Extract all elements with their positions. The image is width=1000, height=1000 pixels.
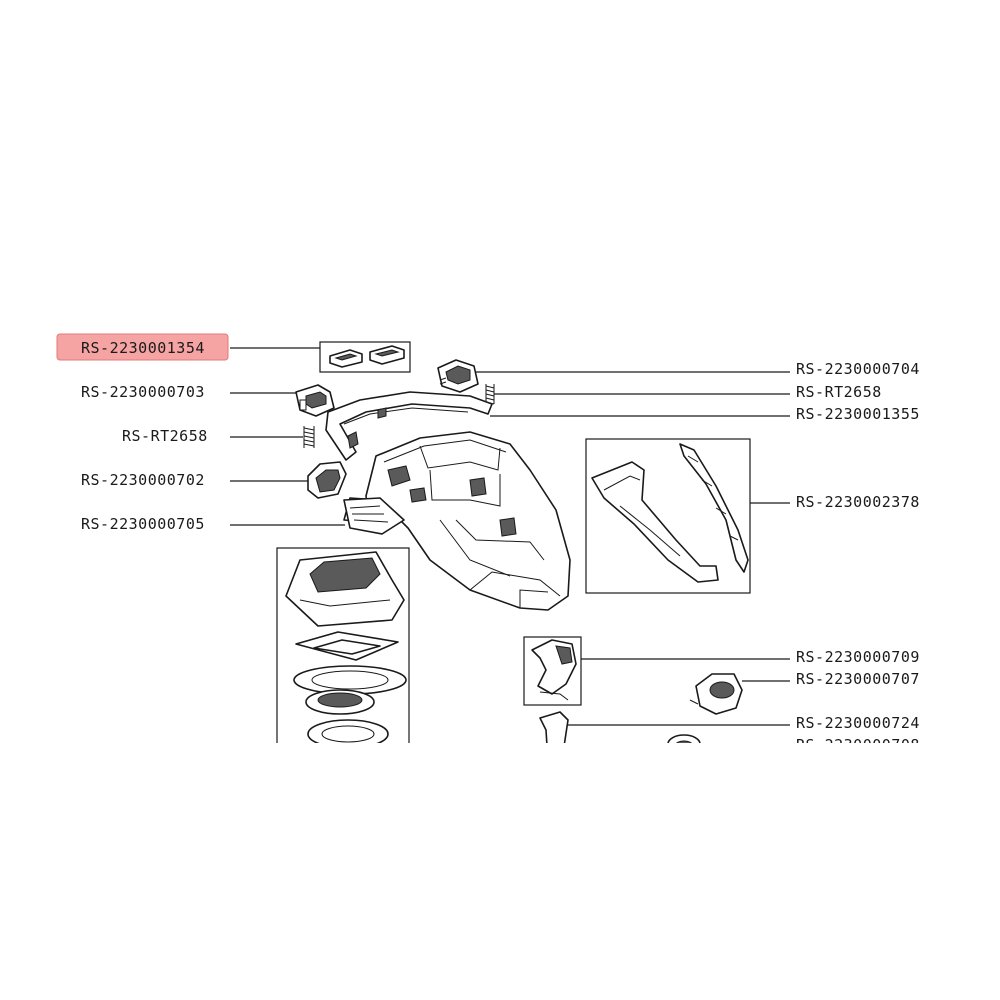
part-motor-cap: [689, 673, 743, 715]
part-filter-stack: [276, 547, 410, 743]
part-label-l5[interactable]: RS-2230000705: [81, 515, 205, 533]
part-button: [307, 461, 347, 499]
part-label-r5[interactable]: RS-2230000709: [796, 648, 920, 666]
part-main-body: [343, 431, 571, 611]
part-label-r1[interactable]: RS-2230000704: [796, 360, 920, 378]
part-label-l2[interactable]: RS-2230000703: [81, 383, 205, 401]
leader-lines: [230, 347, 790, 726]
part-ring: [667, 734, 701, 743]
part-label-r8[interactable]: RS-2230000708: [796, 736, 920, 754]
part-label-r7[interactable]: RS-2230000724: [796, 714, 920, 732]
part-label-r4[interactable]: RS-2230002378: [796, 493, 920, 511]
part-tube: [539, 711, 569, 743]
part-left-latch: [295, 384, 335, 417]
part-side-panel: [585, 438, 751, 594]
part-right-spring: [485, 384, 495, 405]
part-elbow: [523, 636, 582, 706]
part-label-r2[interactable]: RS-RT2658: [796, 383, 882, 401]
filter-stack-box: [276, 547, 410, 743]
part-label-l3[interactable]: RS-RT2658: [122, 427, 208, 445]
part-clip-pair: [319, 341, 411, 373]
elbow-box: [523, 636, 582, 706]
side-panel-box: [585, 438, 751, 594]
part-label-l4[interactable]: RS-2230000702: [81, 471, 205, 489]
part-label-r3[interactable]: RS-2230001355: [796, 405, 920, 423]
part-top-rail: [325, 391, 493, 461]
selected-part-highlight: [56, 333, 229, 361]
part-label-r6[interactable]: RS-2230000707: [796, 670, 920, 688]
part-left-spring: [303, 426, 315, 448]
part-right-latch: [437, 359, 479, 393]
clip-pair-box: [319, 341, 411, 373]
part-label-l1[interactable]: RS-2230001354: [81, 339, 205, 357]
